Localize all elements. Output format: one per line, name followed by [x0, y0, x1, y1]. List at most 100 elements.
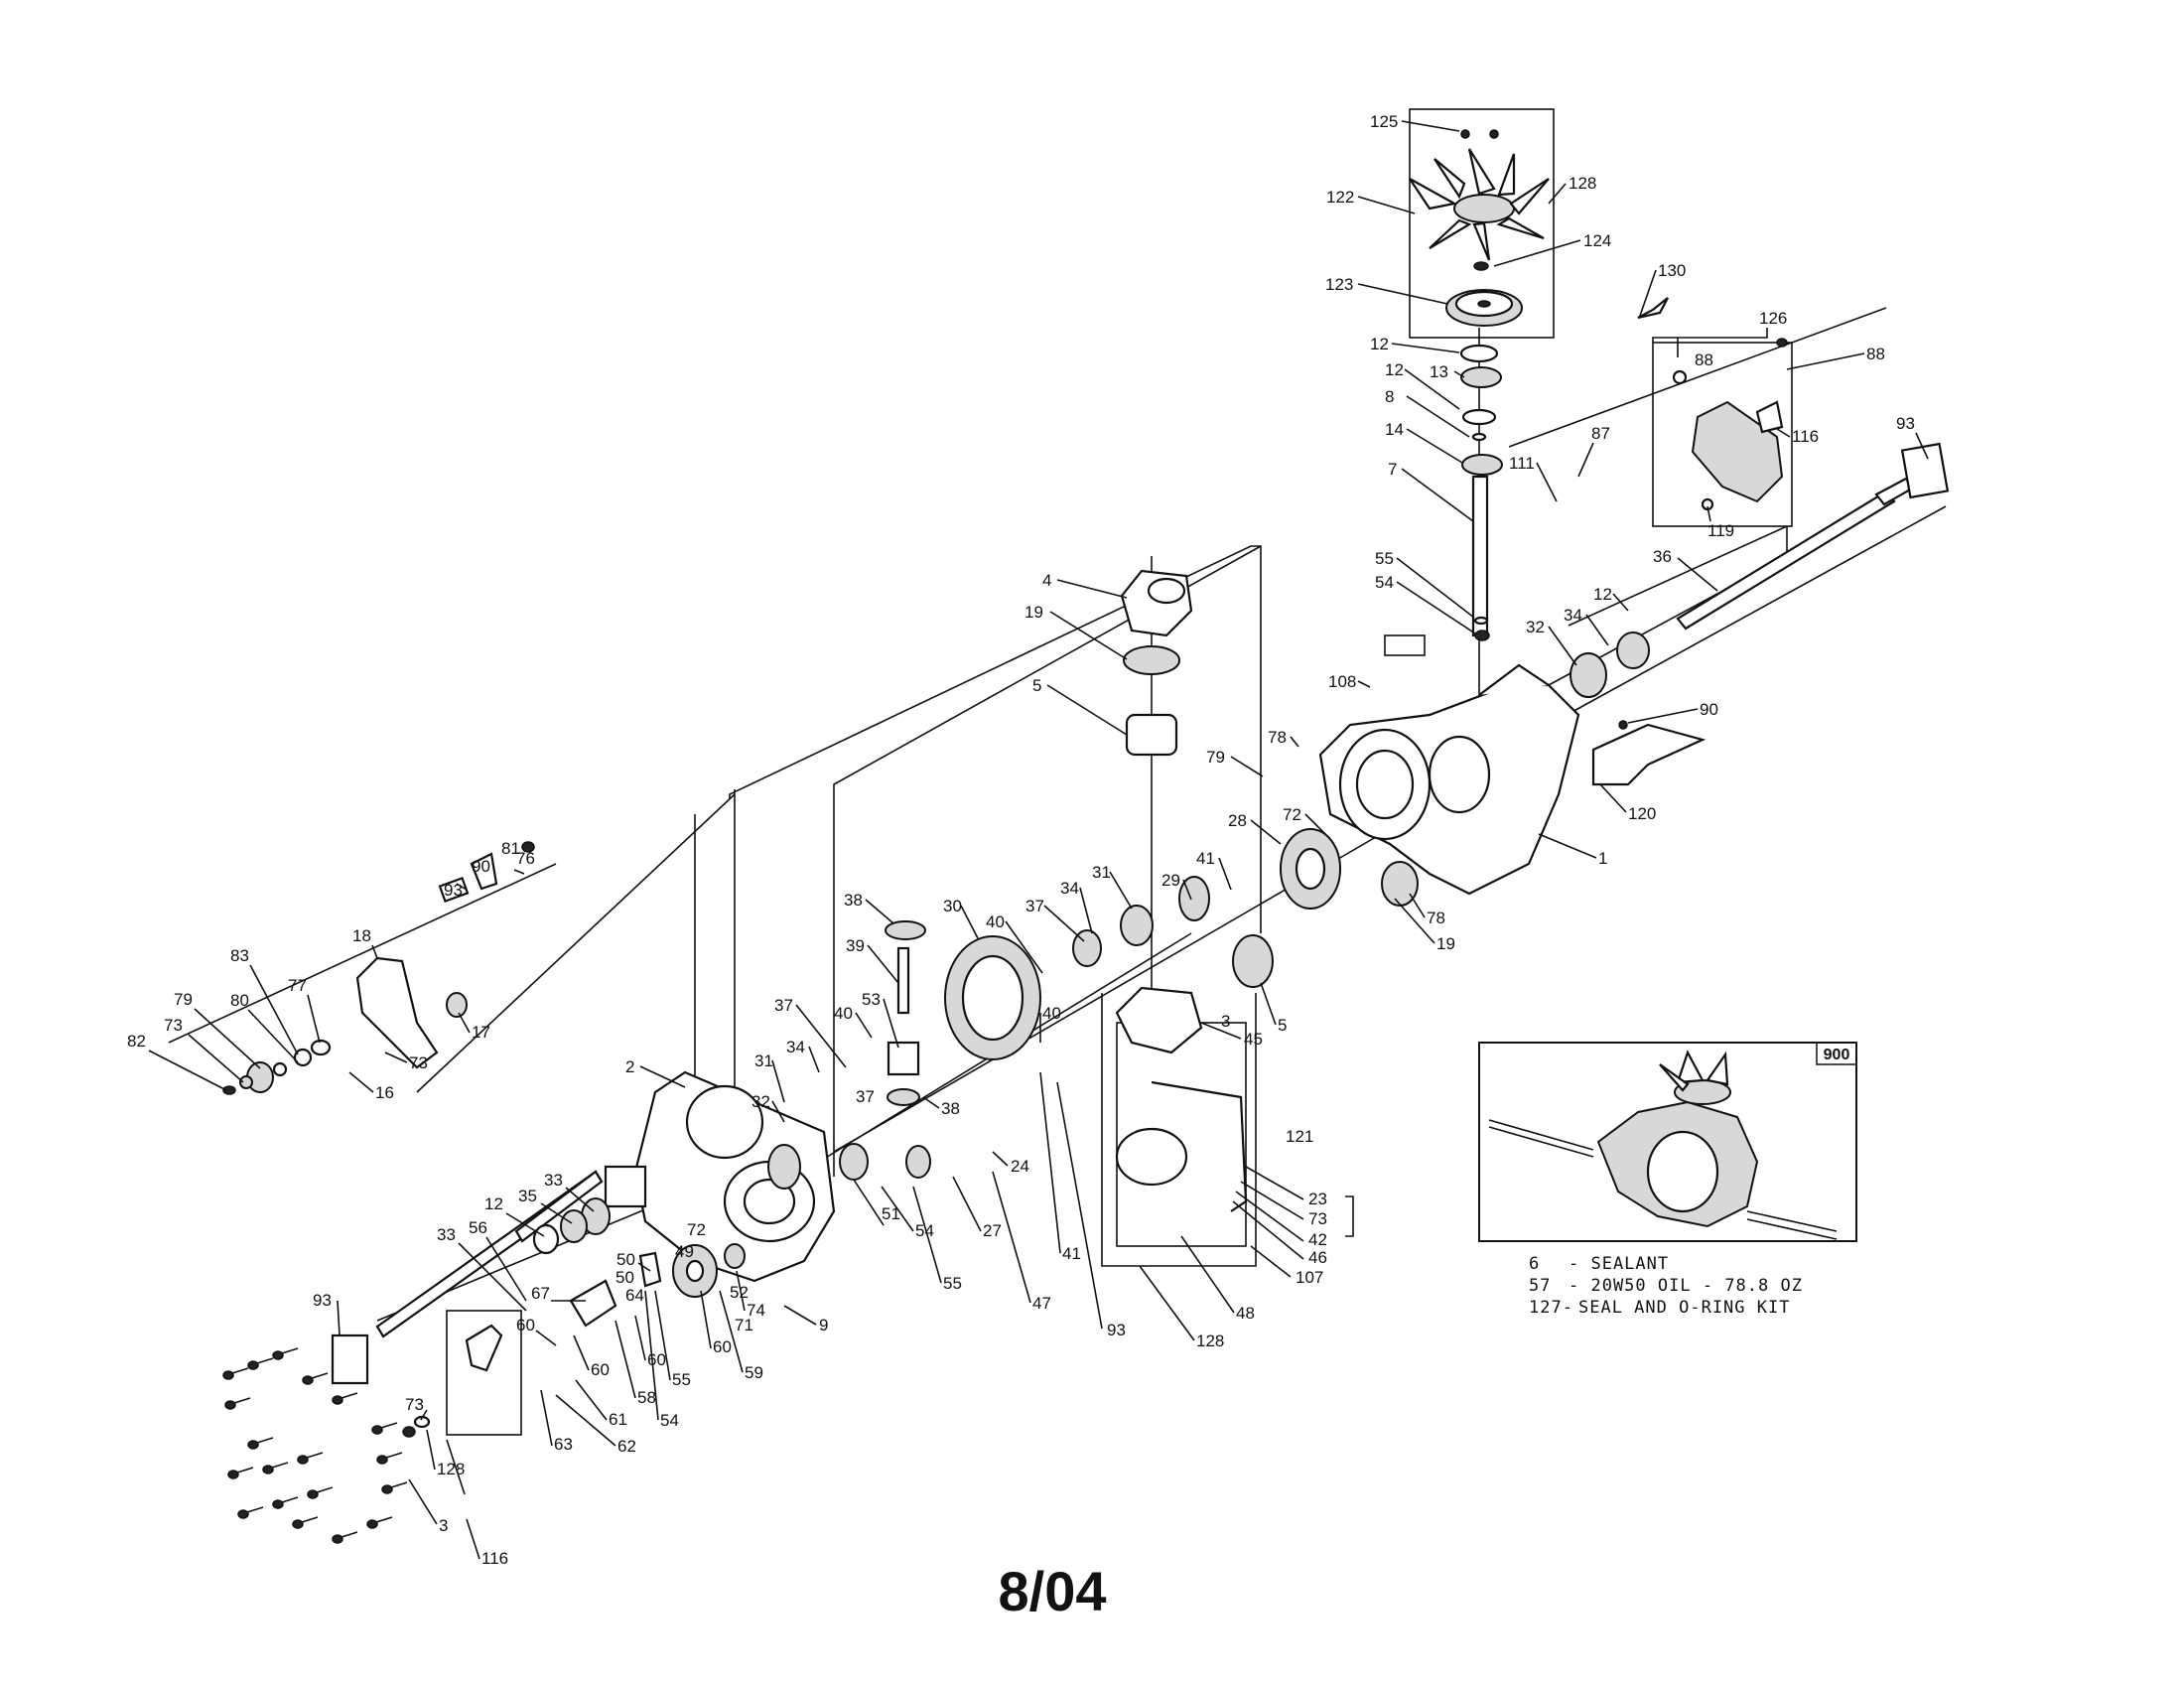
part-callout: 81 — [501, 839, 520, 858]
part-callout: 54 — [915, 1221, 934, 1240]
pulley-icon — [1445, 289, 1523, 327]
part-callout: 73 — [1308, 1209, 1327, 1228]
part-callout: 5 — [1032, 676, 1041, 695]
part-callout: 60 — [591, 1360, 610, 1379]
bolt-icon — [227, 1467, 254, 1479]
callout-labels: 125 122 128 124 123 130 12 12 13 8 14 7 … — [127, 112, 1929, 1568]
part-callout: 49 — [675, 1242, 694, 1261]
part-callout: 72 — [1283, 805, 1301, 824]
part-callout: 119 — [1707, 521, 1734, 540]
part-callout: 67 — [531, 1284, 550, 1303]
part-callout: 19 — [1024, 603, 1043, 622]
note-kit-text: SEAL AND O-RING KIT — [1578, 1298, 1790, 1318]
part-callout: 23 — [1308, 1190, 1327, 1208]
part-callout: 63 — [554, 1435, 573, 1454]
bolt-icon — [237, 1506, 264, 1519]
part-callout: 33 — [544, 1171, 563, 1190]
part-callout: 33 — [437, 1225, 456, 1244]
bolt-icon — [307, 1486, 334, 1499]
part-callout: 30 — [943, 897, 962, 915]
part-callout: 3 — [439, 1516, 448, 1535]
bolt-icon — [292, 1516, 319, 1529]
part-callout: 32 — [1526, 618, 1545, 636]
part-callout: 93 — [444, 881, 463, 900]
note-oil-text: - 20W50 OIL - 78.8 OZ — [1569, 1276, 1803, 1296]
fan-pulley-group — [1409, 129, 1550, 327]
screw-icon — [1489, 129, 1499, 139]
inset-id-label: 900 — [1824, 1047, 1850, 1063]
bolt-icon — [332, 1392, 358, 1405]
part-callout: 58 — [637, 1388, 656, 1407]
part-callout: 128 — [437, 1460, 465, 1478]
part-callout: 42 — [1308, 1230, 1327, 1249]
part-callout: 17 — [472, 1023, 490, 1042]
bolt-icon — [332, 1531, 358, 1544]
part-callout: 120 — [1628, 804, 1656, 823]
bolt-icon — [272, 1496, 299, 1509]
part-callout: 12 — [1593, 585, 1612, 604]
part-callout: 60 — [713, 1337, 732, 1356]
part-callout: 125 — [1370, 112, 1398, 131]
part-callout: 60 — [516, 1316, 535, 1334]
part-callout: 51 — [882, 1204, 900, 1223]
part-callout: 122 — [1326, 188, 1354, 207]
bolt-icon — [371, 1422, 398, 1435]
part-callout: 111 — [1509, 454, 1535, 473]
part-callout: 39 — [846, 936, 865, 955]
part-callout: 56 — [469, 1218, 487, 1237]
input-shaft-stack — [1459, 344, 1503, 641]
part-callout: 123 — [1325, 275, 1353, 294]
part-callout: 50 — [616, 1250, 635, 1269]
part-callout: 37 — [774, 996, 793, 1015]
part-callout: 27 — [983, 1221, 1002, 1240]
part-callout: 14 — [1385, 420, 1404, 439]
part-callout: 29 — [1161, 871, 1180, 890]
part-callout: 128 — [1569, 174, 1596, 193]
part-callout: 36 — [1653, 547, 1672, 566]
part-callout: 78 — [1427, 909, 1445, 927]
part-callout: 130 — [1658, 261, 1686, 280]
clip-icon — [1637, 297, 1669, 320]
part-callout: 126 — [1759, 309, 1787, 328]
part-callout: 31 — [754, 1052, 773, 1070]
part-callout: 64 — [625, 1286, 644, 1305]
part-callout: 2 — [625, 1057, 634, 1076]
part-callout: 73 — [405, 1395, 424, 1414]
notes-legend: 6 - SEALANT 57 - 20W50 OIL - 78.8 OZ 127… — [1529, 1254, 1803, 1318]
part-callout: 41 — [1062, 1244, 1081, 1263]
part-callout: 12 — [1370, 335, 1389, 353]
part-callout: 52 — [730, 1283, 749, 1302]
part-callout: 121 — [1286, 1127, 1313, 1146]
screw-icon — [1460, 129, 1470, 139]
part-callout: 19 — [1436, 934, 1455, 953]
part-callout: 55 — [943, 1274, 962, 1293]
part-callout: 12 — [484, 1194, 503, 1213]
cooling-fan-icon — [1409, 148, 1550, 261]
bolt-icon — [366, 1516, 393, 1529]
part-callout: 107 — [1296, 1268, 1323, 1287]
part-callout: 76 — [516, 849, 535, 868]
part-callout: 40 — [1042, 1004, 1061, 1023]
part-callout: 9 — [819, 1316, 828, 1334]
axles — [331, 442, 1950, 1385]
part-callout: 74 — [747, 1301, 765, 1320]
part-callout: 87 — [1591, 424, 1610, 443]
part-callout: 12 — [1385, 360, 1404, 379]
part-callout: 60 — [647, 1350, 666, 1369]
part-callout: 34 — [1564, 606, 1582, 625]
part-callout: 73 — [164, 1016, 183, 1035]
part-callout: 37 — [1025, 897, 1044, 915]
bypass-linkage — [402, 1243, 746, 1438]
part-callout: 55 — [1375, 549, 1394, 568]
part-callout: 79 — [174, 990, 193, 1009]
bolt-icon — [272, 1347, 299, 1360]
part-callout: 37 — [856, 1087, 875, 1106]
part-callout: 54 — [1375, 573, 1394, 592]
part-callout: 88 — [1695, 351, 1713, 369]
part-callout: 54 — [660, 1411, 679, 1430]
note-sealant-num: 6 — [1529, 1254, 1540, 1274]
part-callout: 82 — [127, 1032, 146, 1051]
part-callout: 41 — [1196, 849, 1215, 868]
part-callout: 90 — [472, 857, 490, 876]
